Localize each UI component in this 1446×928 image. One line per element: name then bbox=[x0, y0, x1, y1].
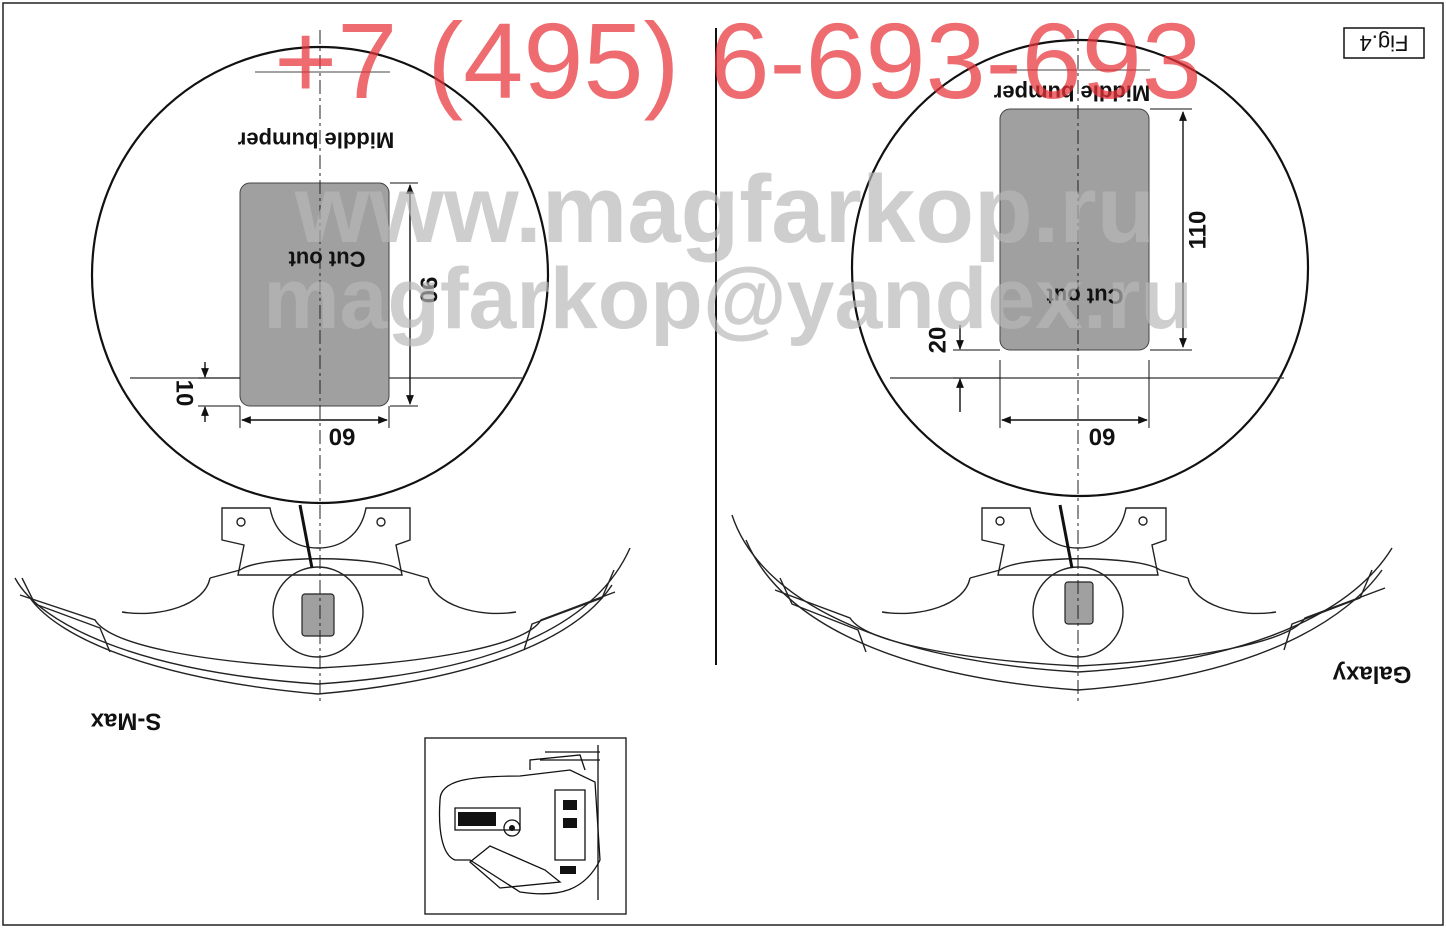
watermark-email: magfarkop@yandex.ru bbox=[263, 251, 1193, 347]
car-thumbnail bbox=[424, 737, 627, 915]
left-bumper-label: Middle bumper bbox=[237, 128, 394, 153]
right-leader-line bbox=[1058, 504, 1074, 569]
left-leader-line bbox=[298, 504, 314, 569]
left-cutout-area bbox=[239, 182, 390, 407]
left-dim-60-label: 60 bbox=[329, 423, 356, 450]
right-zoom-circle bbox=[850, 38, 1310, 498]
watermark: www.magfarkop.ru magfarkop@yandex.ru +7 … bbox=[263, 0, 1202, 347]
right-panel: Middle bumper Cut out 110 60 20 Galaxy bbox=[731, 30, 1411, 705]
right-dim-60-label: 60 bbox=[1089, 423, 1116, 450]
left-cutout-label: Cut out bbox=[288, 247, 366, 272]
right-dim-110-label: 110 bbox=[1185, 211, 1212, 250]
right-bumper-drawing bbox=[731, 507, 1393, 691]
figure-label: Fig.4 bbox=[1360, 31, 1409, 56]
left-dim-10-label: 10 bbox=[171, 380, 198, 407]
left-small-cutout bbox=[301, 593, 335, 637]
watermark-phone: +7 (495) 6-693-693 bbox=[274, 0, 1202, 121]
right-cutout-label: Cut out bbox=[1046, 284, 1124, 309]
right-bumper-label: Middle bumper bbox=[993, 81, 1150, 106]
left-bumper-drawing bbox=[14, 507, 631, 695]
left-zoom-circle bbox=[90, 45, 550, 505]
watermark-site: www.magfarkop.ru bbox=[294, 156, 1156, 263]
figure-label-box: Fig.4 bbox=[1343, 27, 1425, 59]
right-small-cutout bbox=[1064, 581, 1094, 625]
right-dim-20-label: 20 bbox=[925, 327, 952, 354]
left-model-label: S-Max bbox=[90, 708, 161, 735]
left-panel: Middle bumper Cut out 90 60 10 S-Max bbox=[14, 30, 631, 735]
left-dim-90-label: 90 bbox=[415, 277, 442, 304]
right-model-label: Galaxy bbox=[1332, 661, 1411, 688]
right-cutout-area bbox=[999, 108, 1150, 351]
